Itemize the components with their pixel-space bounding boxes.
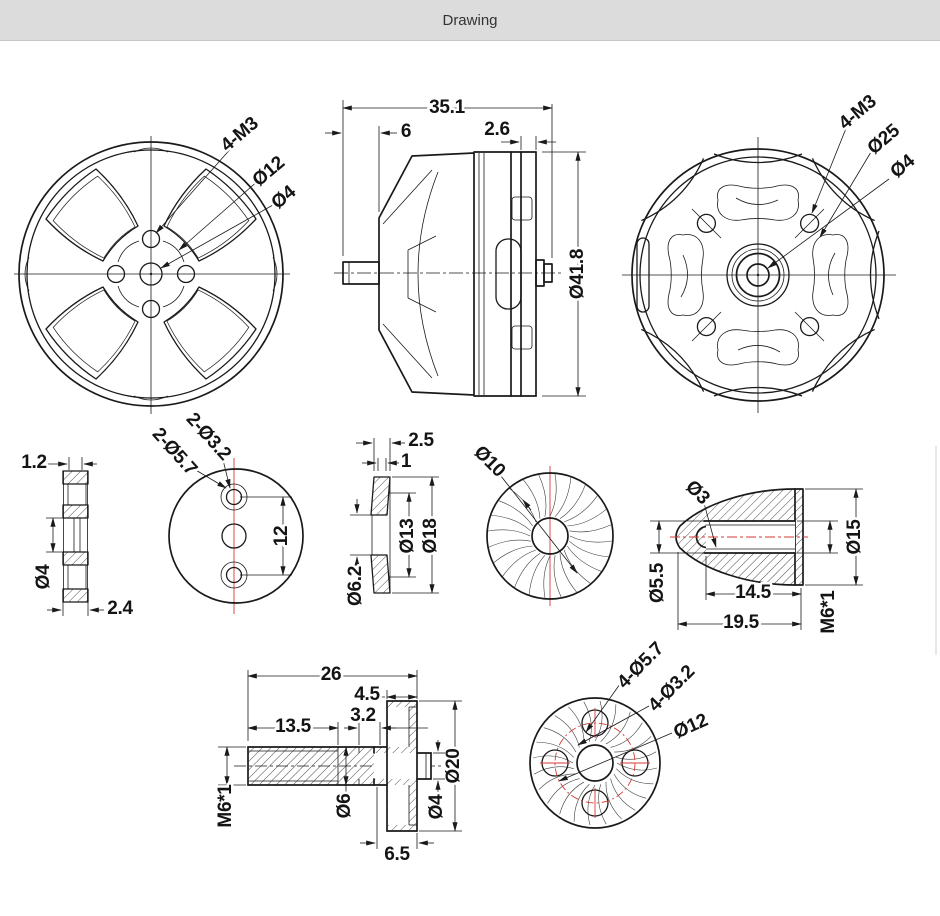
cone-edge-dim: 2.5: [408, 430, 434, 451]
shaft-dia-dim: Ø6: [334, 794, 355, 819]
prop-shaft-view: 26 4.5 13.5 3.2 M6*1 Ø6 Ø20: [213, 662, 467, 868]
mount-plate-view: 2-Ø3.2 2-Ø5.7 12: [145, 406, 304, 614]
shaft-thread-len-dim: 13.5: [275, 716, 312, 737]
hub-bolt-circle-label: Ø12: [671, 710, 712, 743]
nut-thread-depth-dim: 14.5: [735, 582, 772, 603]
nut-tip-hole-label: Ø3: [681, 476, 713, 508]
hub-holes-label: 4-Ø3.2: [644, 661, 699, 716]
shaft-step-dim: 3.2: [350, 705, 376, 726]
plate-spacing-dim: 12: [271, 526, 292, 547]
front-holes-label: 4-M3: [217, 113, 263, 156]
side-plate-dim: 2.6: [484, 119, 510, 140]
knurled-washer-view: Ø10: [467, 439, 614, 606]
drawing-canvas: 4-M3 Ø12 Ø4: [14, 89, 937, 868]
front-view: 4-M3 Ø12 Ø4: [14, 111, 303, 414]
nut-length-dim: 19.5: [723, 612, 760, 633]
side-diameter-dim: Ø41.8: [567, 249, 588, 299]
cone-bore-dim: Ø6.2: [345, 566, 366, 606]
shaft-pin-dim: Ø4: [426, 794, 447, 819]
side-shaft-len-dim: 6: [401, 121, 411, 142]
cone-center-dim: 1: [401, 451, 412, 472]
shaft-flange-dia-dim: Ø20: [443, 748, 464, 783]
side-view: 35.1 6 2.6 Ø41.8: [325, 95, 591, 397]
nut-bore-dim: Ø5.5: [647, 562, 668, 603]
shaft-hub-dim: 6.5: [384, 844, 410, 865]
cone-washer-view: 2.5 1 Ø13 Ø18 Ø6.2: [343, 428, 444, 609]
cone-mid-dim: Ø13: [397, 518, 418, 553]
side-length-dim: 35.1: [429, 97, 466, 118]
shim-bore-dim: Ø4: [33, 564, 54, 589]
cone-outer-dim: Ø18: [420, 518, 441, 553]
title-bar: Drawing: [0, 0, 940, 40]
prop-hub-view: 4-Ø5.7 4-Ø3.2 Ø12: [529, 636, 714, 829]
shim-thickness-dim: 1.2: [21, 452, 47, 473]
shaft-thread-dim: M6*1: [215, 784, 236, 828]
rear-holes-label: 4-M3: [835, 91, 881, 134]
front-shaft-label: Ø4: [267, 181, 300, 213]
shim-washer-view: 1.2 Ø4 2.4: [19, 450, 137, 622]
rear-bolt-circle-label: Ø25: [864, 120, 905, 159]
shaft-length-dim: 26: [321, 664, 342, 685]
page-title: Drawing: [442, 11, 498, 29]
prop-nut-view: Ø3 Ø5.5 14.5 19.5 Ø15 M6*1: [645, 474, 868, 636]
rear-view: 4-M3 Ø25 Ø4: [622, 89, 922, 413]
nut-thread-dim: M6*1: [818, 590, 839, 634]
rear-shaft-label: Ø4: [886, 150, 919, 182]
shim-overall-dim: 2.4: [107, 598, 133, 619]
shaft-flange-dim: 4.5: [354, 684, 380, 705]
nut-outer-dim: Ø15: [844, 519, 865, 555]
knurled-washer-dia-label: Ø10: [470, 442, 510, 482]
